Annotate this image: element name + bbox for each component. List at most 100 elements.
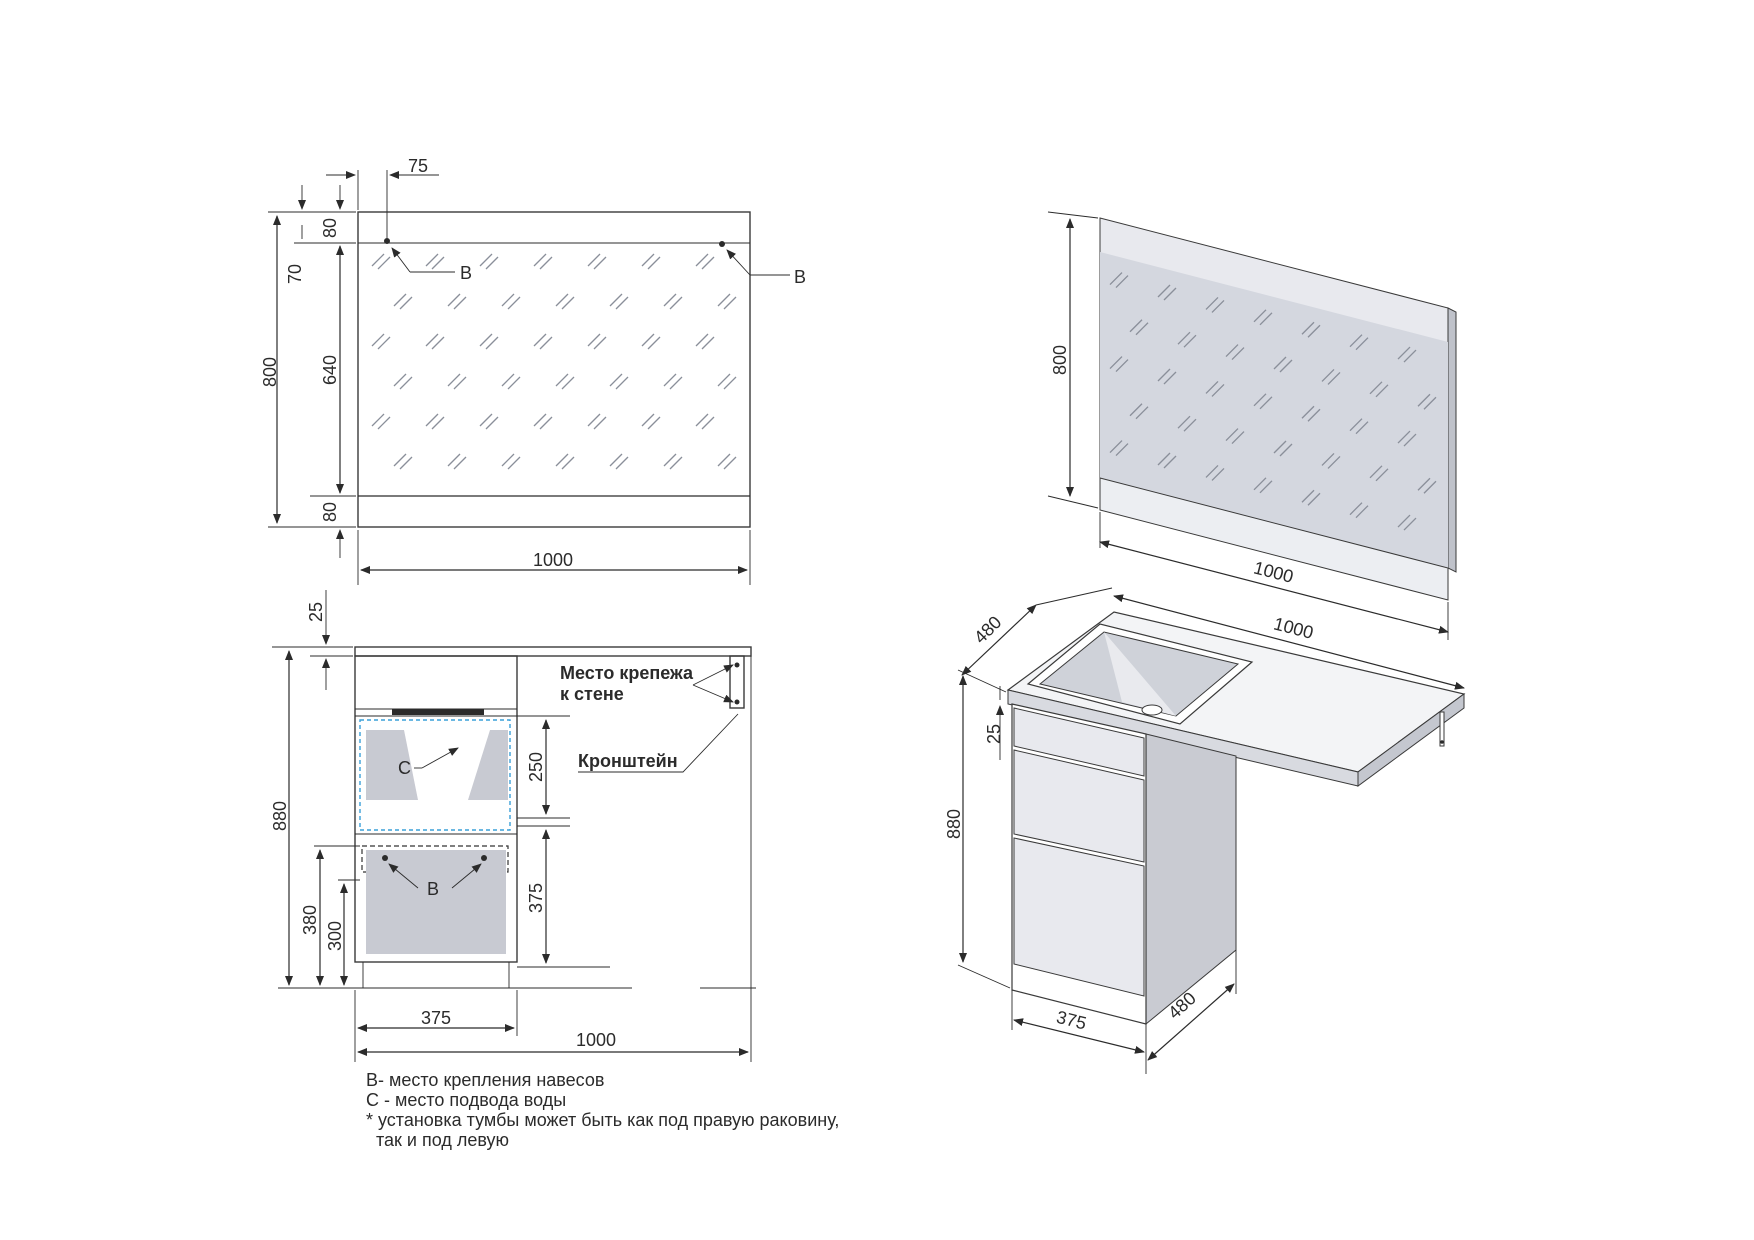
glass-hatch-mark bbox=[1109, 440, 1123, 454]
glass-hatch-mark bbox=[1157, 368, 1171, 382]
dim-880-label: 880 bbox=[270, 801, 290, 831]
glass-hatch-mark bbox=[609, 293, 623, 307]
glass-hatch-mark bbox=[593, 256, 607, 270]
iso-top-drawer bbox=[1013, 707, 1145, 777]
iso-bracket-hole bbox=[1440, 740, 1444, 744]
glass-hatch-mark bbox=[647, 256, 661, 270]
glass-hatch-mark bbox=[1397, 346, 1411, 360]
glass-hatch-mark bbox=[1417, 477, 1431, 491]
iso-dim-1000-ext bbox=[1035, 587, 1113, 606]
glass-hatch-mark bbox=[609, 453, 623, 467]
glass-hatch-mark bbox=[1397, 430, 1411, 444]
glass-hatch-mark bbox=[1183, 334, 1197, 348]
iso-cabinet-view: 880 25 480 1000 375 480 bbox=[944, 587, 1466, 1074]
glass-hatch-mark bbox=[1259, 312, 1273, 326]
glass-hatch-mark bbox=[1135, 406, 1149, 420]
glass-hatch-mark bbox=[1369, 465, 1383, 479]
dim-1000-label: 1000 bbox=[533, 550, 573, 570]
glass-hatch-mark bbox=[615, 296, 629, 310]
glass-hatch-mark bbox=[501, 373, 515, 387]
dim-250-label: 250 bbox=[526, 752, 546, 782]
glass-hatch-mark bbox=[447, 293, 461, 307]
glass-hatch-mark bbox=[1115, 359, 1129, 373]
glass-hatch-mark bbox=[1307, 492, 1321, 506]
wall-mount-label-line2: к стене bbox=[560, 684, 624, 704]
glass-hatch-mark bbox=[555, 293, 569, 307]
hanger-label-right: B bbox=[794, 267, 806, 287]
hanger-point-cab-left bbox=[382, 855, 388, 861]
glass-hatch-mark bbox=[371, 253, 385, 267]
upper-drawer-left-cutout bbox=[366, 730, 418, 800]
glass-hatch-mark bbox=[641, 413, 655, 427]
iso-mirror-frame-side bbox=[1447, 307, 1457, 573]
bracket-leader bbox=[578, 713, 739, 773]
glass-hatch-mark bbox=[1307, 408, 1321, 422]
glass-hatch-mark bbox=[1253, 477, 1267, 491]
water-leader bbox=[421, 747, 459, 769]
glass-hatch-mark bbox=[587, 333, 601, 347]
glass-hatch-mark bbox=[1259, 396, 1273, 410]
iso-dim-880-label: 880 bbox=[944, 809, 964, 839]
glass-hatch-mark bbox=[431, 416, 445, 430]
glass-hatch-mark bbox=[501, 453, 515, 467]
glass-hatch-mark bbox=[1403, 517, 1417, 531]
front-cabinet-view: C B Место крепежа к стене Кронштейн 25 8… bbox=[270, 590, 756, 1062]
glass-hatch-mark bbox=[371, 333, 385, 347]
lower-drawer-panel bbox=[366, 850, 506, 954]
iso-dim-800-ext-top bbox=[1047, 211, 1099, 219]
glass-hatch-mark bbox=[647, 336, 661, 350]
dim-1000b-label: 1000 bbox=[576, 1030, 616, 1050]
glass-hatch-mark bbox=[1163, 371, 1177, 385]
front-mirror-view: B B 75 800 80 70 640 80 1 bbox=[260, 156, 806, 585]
glass-hatch-mark bbox=[1211, 383, 1225, 397]
glass-hatch-mark bbox=[399, 296, 413, 310]
glass-hatch-mark bbox=[485, 336, 499, 350]
glass-hatch-mark bbox=[1163, 455, 1177, 469]
glass-hatch-mark bbox=[1301, 489, 1315, 503]
glass-hatch-mark bbox=[615, 456, 629, 470]
iso-cabinet-side bbox=[1145, 733, 1237, 1026]
glass-hatch-mark bbox=[1327, 371, 1341, 385]
dim-380-label: 380 bbox=[300, 905, 320, 935]
glass-hatch-mark bbox=[1177, 331, 1191, 345]
hanger-point-right bbox=[719, 241, 725, 247]
legend-notes: B- место крепления навесов C - место под… bbox=[366, 1070, 839, 1150]
dim-375h-label: 375 bbox=[421, 1008, 451, 1028]
glass-hatch-mark bbox=[431, 256, 445, 270]
glass-hatch-mark bbox=[447, 453, 461, 467]
glass-hatch-mark bbox=[701, 336, 715, 350]
glass-hatch-mark bbox=[1157, 452, 1171, 466]
glass-hatch-mark bbox=[377, 416, 391, 430]
iso-dim-1000-top-line bbox=[1113, 594, 1465, 690]
glass-hatch-mark bbox=[1253, 309, 1267, 323]
glass-hatch-mark bbox=[539, 336, 553, 350]
hanger-label-cab: B bbox=[427, 879, 439, 899]
hanger-point-left bbox=[384, 238, 390, 244]
glass-hatch-mark bbox=[1205, 296, 1219, 310]
dim-70-label: 70 bbox=[285, 264, 305, 284]
glass-hatch-mark bbox=[453, 376, 467, 390]
glass-hatch-mark bbox=[507, 296, 521, 310]
glass-hatch-mark bbox=[485, 416, 499, 430]
countertop bbox=[354, 646, 752, 657]
glass-hatch-mark bbox=[1109, 272, 1123, 286]
glass-hatch-mark bbox=[723, 296, 737, 310]
bracket-shape bbox=[729, 655, 745, 709]
glass-hatch-mark bbox=[1397, 514, 1411, 528]
glass-hatch-mark bbox=[479, 253, 493, 267]
wall-mount-leader-bottom bbox=[692, 684, 734, 703]
bracket-hole-top bbox=[734, 662, 740, 668]
glass-hatch-mark bbox=[1279, 443, 1293, 457]
iso-dim-880-ext-bottom bbox=[957, 964, 1011, 989]
glass-hatch-mark bbox=[1115, 443, 1129, 457]
glass-hatch-mark bbox=[1211, 299, 1225, 313]
glass-hatch-mark bbox=[695, 333, 709, 347]
glass-hatch-mark bbox=[1225, 344, 1239, 358]
glass-hatch-mark bbox=[533, 413, 547, 427]
upper-drawer-dashed bbox=[359, 719, 511, 831]
iso-bottom-drawer bbox=[1013, 837, 1145, 997]
bracket-label: Кронштейн bbox=[578, 751, 678, 771]
glass-hatch-mark bbox=[1375, 468, 1389, 482]
mirror-outer-frame bbox=[357, 211, 751, 528]
glass-hatch-mark bbox=[647, 416, 661, 430]
